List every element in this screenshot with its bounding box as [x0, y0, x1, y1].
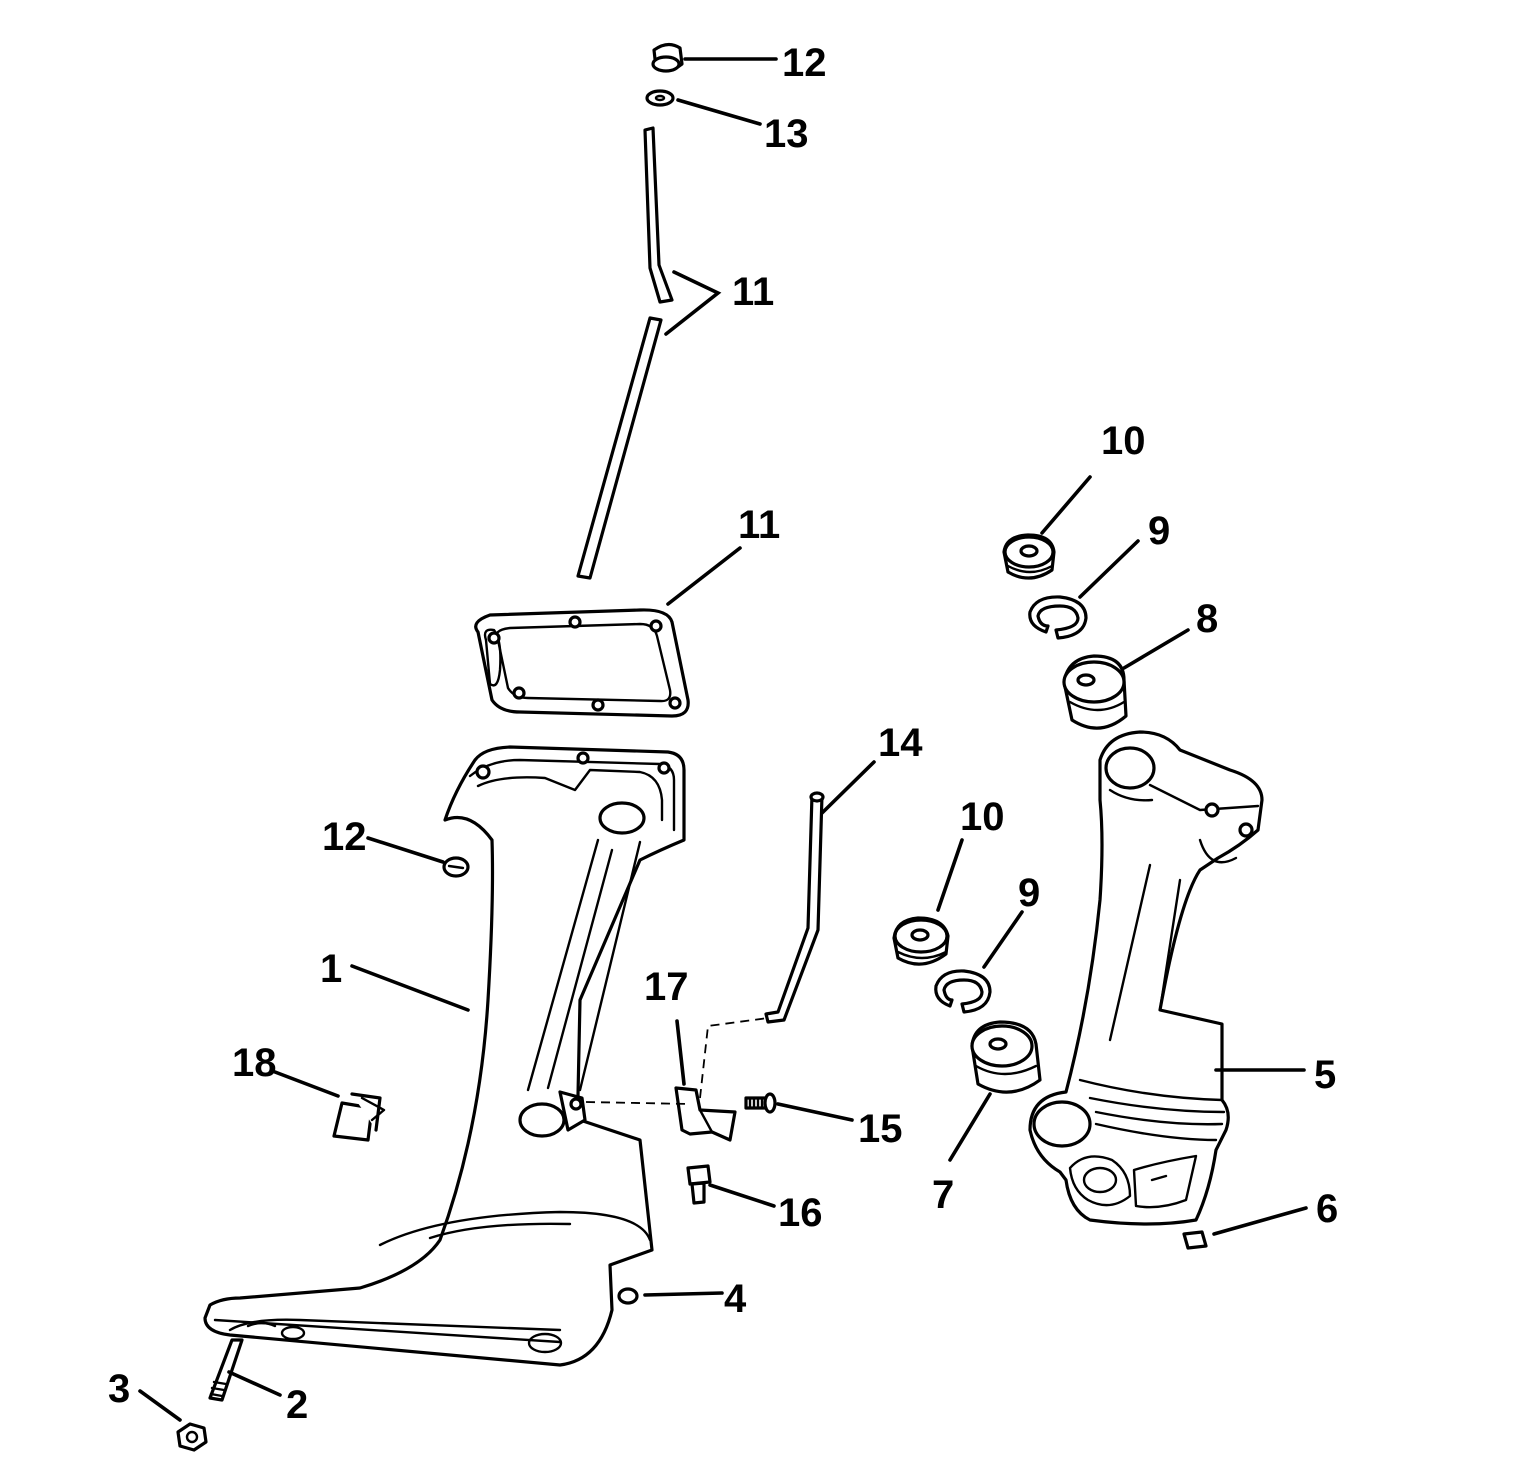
alignment-lines [585, 1017, 769, 1105]
callout-10-lower: 10 [960, 795, 1005, 839]
part-7-mount [970, 1020, 1042, 1094]
callout-1: 1 [320, 947, 342, 991]
part-17-screw [744, 1092, 777, 1114]
callout-6: 6 [1316, 1187, 1338, 1231]
callout-14: 12 [782, 41, 827, 85]
part-2-stud [208, 1338, 244, 1402]
part-3-nut [176, 1422, 208, 1452]
part-1-driveshaft-housing [203, 745, 686, 1367]
callout-2: 2 [286, 1383, 308, 1427]
part-10-lower-mount [892, 916, 950, 966]
part-15-washer [645, 89, 675, 107]
part-10-upper-mount [1002, 533, 1056, 580]
part-16-shift-rod [764, 791, 825, 1024]
callout-9-lower: 9 [1018, 871, 1040, 915]
callout-9-upper: 9 [1148, 509, 1170, 553]
part-12-plug [442, 856, 470, 878]
part-11-gasket [474, 608, 690, 718]
callout-labels: 12 13 11 11 12 1 18 2 3 4 14 17 15 16 10… [108, 41, 1338, 1427]
callout-4: 4 [724, 1277, 747, 1321]
part-20-clip [332, 1092, 386, 1142]
part-13-rod [576, 126, 674, 580]
part-4-nut [617, 1287, 639, 1305]
callout-8: 8 [1196, 597, 1218, 641]
callout-13: 11 [732, 270, 774, 314]
part-19-bracket [674, 1086, 737, 1142]
callout-19: 17 [644, 965, 689, 1009]
callout-17: 15 [858, 1107, 903, 1151]
part-6-insert [1182, 1230, 1208, 1250]
leader-lines [138, 57, 1308, 1422]
part-9-lower-ring [934, 969, 992, 1014]
part-9-upper-ring [1028, 595, 1088, 640]
part-14-cap [651, 42, 684, 73]
callout-3: 3 [108, 1367, 130, 1411]
part-5-housing [1028, 730, 1264, 1226]
callout-10-upper: 10 [1101, 419, 1146, 463]
callout-16: 14 [878, 721, 923, 765]
callout-15: 13 [764, 112, 809, 156]
part-18-bolt [686, 1164, 712, 1205]
part-8-mount [1062, 654, 1128, 730]
callout-5: 5 [1314, 1053, 1336, 1097]
callout-11: 11 [738, 503, 780, 547]
callout-12: 12 [322, 815, 367, 859]
callout-18: 16 [778, 1191, 823, 1235]
callout-7: 7 [932, 1173, 954, 1217]
callout-20: 18 [232, 1041, 277, 1085]
